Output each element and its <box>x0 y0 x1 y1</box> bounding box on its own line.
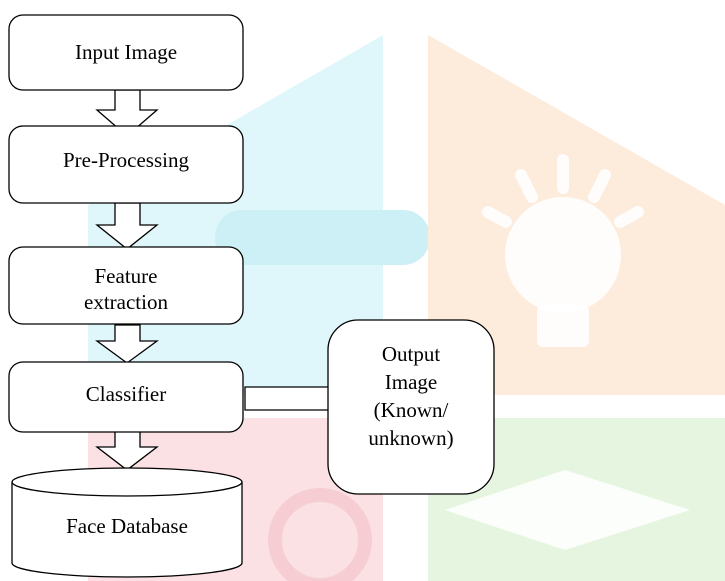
watermark-green-shape <box>428 418 725 581</box>
node-feature-extraction: Feature extraction <box>8 246 244 325</box>
node-output-line-3: (Known/ <box>374 398 449 422</box>
node-face-database-label: Face Database <box>66 514 188 538</box>
node-output-image: Output Image (Known/ unknown) <box>327 319 495 495</box>
node-input-image: Input Image <box>8 14 244 91</box>
node-feature-extraction-line-2: extraction <box>84 290 168 314</box>
node-classifier-label: Classifier <box>86 382 166 406</box>
node-preprocessing-label: Pre-Processing <box>63 148 189 172</box>
arrow-feature-to-classifier <box>95 324 159 364</box>
node-feature-extraction-line-1: Feature <box>95 264 158 288</box>
arrow-input-to-preprocess <box>95 89 159 137</box>
node-face-database: Face Database <box>11 467 243 578</box>
node-output-line-4: unknown) <box>368 426 453 450</box>
arrow-classifier-to-database <box>95 430 159 471</box>
node-output-line-1: Output <box>382 342 441 366</box>
node-input-image-label: Input Image <box>75 40 177 64</box>
node-output-line-2: Image <box>385 370 437 394</box>
arrow-preprocess-to-feature <box>95 202 159 250</box>
node-classifier: Classifier <box>8 361 244 433</box>
node-preprocessing: Pre-Processing <box>8 125 244 204</box>
lightbulb-icon <box>482 154 644 347</box>
